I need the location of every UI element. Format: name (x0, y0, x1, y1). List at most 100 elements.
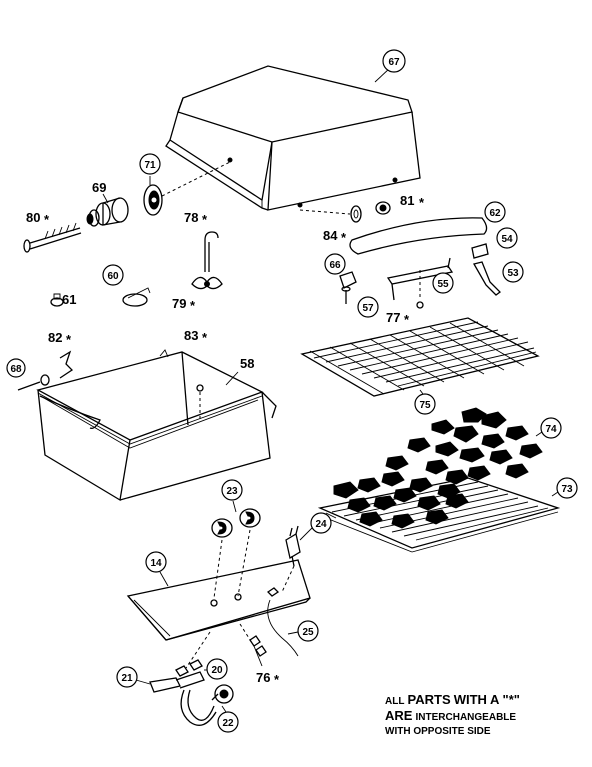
note-opposite-side: WITH OPPOSITE SIDE (385, 726, 491, 737)
callout-71: 71 (139, 153, 161, 185)
note-are: ARE (385, 708, 413, 723)
callout-14: 14 (145, 551, 169, 587)
lid-part (165, 65, 421, 211)
callout-60: 60 (102, 264, 124, 286)
part-68 (17, 374, 50, 391)
svg-text:80: 80 (26, 210, 40, 225)
svg-text:22: 22 (222, 718, 234, 729)
part-60 (122, 287, 151, 307)
svg-text:81: 81 (400, 193, 414, 208)
callout-25: 25 (287, 620, 319, 642)
note-quote-end: " (513, 692, 520, 707)
callout-62: 62 (484, 201, 506, 223)
note-all: ALL (385, 696, 405, 707)
nut-81-part (375, 201, 391, 215)
wire-25-part (267, 599, 299, 657)
bracket-53-part (473, 261, 501, 296)
svg-text:*: * (44, 212, 50, 227)
firebox-part (36, 349, 277, 502)
regulator-22-part (180, 684, 234, 726)
callout-66: 66 (324, 253, 346, 275)
valve-76-part (249, 635, 267, 667)
svg-text:62: 62 (489, 208, 501, 219)
svg-text:58: 58 (240, 356, 254, 371)
svg-text:67: 67 (388, 57, 400, 68)
svg-text:*: * (202, 212, 208, 227)
svg-text:20: 20 (211, 665, 223, 676)
svg-text:61: 61 (62, 292, 76, 307)
note-star: * (508, 692, 514, 707)
svg-text:53: 53 (507, 268, 519, 279)
svg-text:77: 77 (386, 310, 400, 325)
svg-text:83: 83 (184, 328, 198, 343)
callout-23: 23 (221, 479, 243, 513)
svg-text:66: 66 (329, 260, 341, 271)
callout-54: 54 (496, 227, 518, 249)
svg-text:*: * (202, 330, 208, 345)
control-panel-14-part (126, 559, 311, 641)
svg-text:*: * (66, 332, 72, 347)
svg-text:79: 79 (172, 296, 186, 311)
svg-text:*: * (419, 195, 425, 210)
manifold-21-part (149, 659, 205, 693)
svg-text:68: 68 (10, 364, 22, 375)
svg-text:57: 57 (362, 303, 374, 314)
callout-67: 67 (374, 49, 406, 83)
part-54 (471, 243, 489, 259)
svg-text:84: 84 (323, 228, 338, 243)
note-parts: PARTS (407, 692, 451, 707)
svg-text:69: 69 (92, 180, 106, 195)
svg-text:24: 24 (315, 519, 327, 530)
svg-text:21: 21 (121, 673, 133, 684)
svg-text:55: 55 (437, 279, 449, 290)
svg-text:*: * (404, 312, 410, 327)
note-interchangeable: INTERCHANGEABLE (415, 712, 517, 723)
svg-text:54: 54 (501, 234, 513, 245)
knob-23-left-part (211, 518, 233, 538)
svg-text:82: 82 (48, 330, 62, 345)
handle-bezel-part (143, 184, 163, 216)
washer-84-part (350, 205, 362, 223)
callout-20: 20 (204, 658, 228, 680)
svg-text:74: 74 (545, 424, 557, 435)
knob-23-right-part (239, 508, 261, 528)
callout-75: 75 (414, 389, 436, 415)
svg-text:*: * (274, 672, 280, 687)
callout-24: 24 (299, 512, 332, 541)
screw-57-part (341, 286, 351, 304)
briquettes-74-part (333, 407, 543, 529)
callout-22: 22 (217, 705, 239, 733)
interchangeable-parts-note: ALL PARTS WITH A "*" ARE INTERCHANGEABLE… (385, 693, 585, 739)
callout-53: 53 (502, 261, 524, 283)
igniter-24-part (281, 525, 301, 593)
svg-text:60: 60 (107, 271, 119, 282)
cooking-grate-75-part (300, 317, 540, 397)
svg-text:78: 78 (184, 210, 198, 225)
part-61 (50, 293, 64, 307)
part-82 (59, 350, 74, 379)
callout-55: 55 (432, 272, 454, 294)
svg-text:75: 75 (419, 400, 431, 411)
bolt-80-part (23, 222, 82, 253)
svg-text:71: 71 (144, 160, 156, 171)
part-77 (416, 270, 424, 309)
svg-text:*: * (341, 230, 347, 245)
callout-74: 74 (535, 417, 562, 439)
plate-62-part (349, 217, 488, 255)
callout-57: 57 (357, 296, 379, 318)
note-with: WITH A " (453, 692, 509, 707)
callout-68: 68 (6, 358, 26, 378)
wing-nut-79-part (191, 276, 223, 290)
part-66 (339, 271, 357, 289)
svg-text:14: 14 (150, 558, 162, 569)
svg-text:25: 25 (302, 627, 314, 638)
callout-21: 21 (116, 666, 151, 688)
callout-73: 73 (551, 477, 578, 499)
handle-knob-part (86, 197, 129, 227)
svg-text:23: 23 (226, 486, 238, 497)
part-83 (196, 384, 204, 420)
svg-text:76: 76 (256, 670, 270, 685)
bracket-55-part (386, 257, 454, 301)
svg-text:73: 73 (561, 484, 573, 495)
